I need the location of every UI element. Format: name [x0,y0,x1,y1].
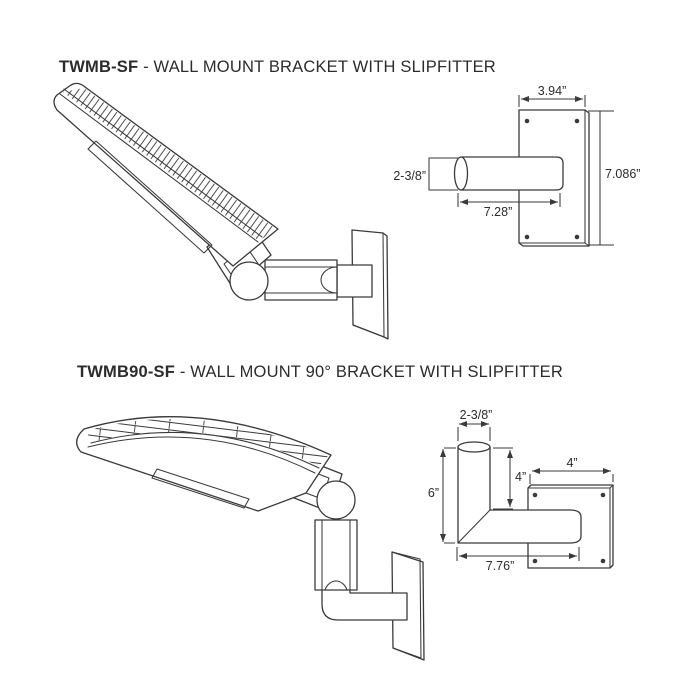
twmb-sf-illustration [53,82,389,340]
dim-tenon-drop: 4” [493,447,526,510]
model-number: TWMB-SF [59,58,139,76]
model-number: TWMB90-SF [77,363,176,381]
dim-bracket-length: 7.76” [456,547,580,573]
svg-text:7.28”: 7.28” [484,205,513,219]
twmb90-sf-illustration [76,416,425,661]
dim-90-bracket [457,441,582,544]
fixture-head [76,416,332,512]
svg-text:7.086”: 7.086” [605,167,640,181]
twmb90-sf-dimension-diagram: 2-3/8” 6” 4” 4” 7.76” [428,408,614,573]
mounting-arm-90 [314,519,408,621]
title-text: - WALL MOUNT 90° BRACKET WITH SLIPFITTER [175,363,563,381]
svg-text:4”: 4” [566,456,577,470]
dim-bracket-height: 6” [428,447,456,544]
svg-text:2-3/8”: 2-3/8” [460,408,493,422]
dim-tube-length: 7.28” [457,193,561,219]
louver-grid [86,419,328,466]
section-title-twmb-sf: TWMB-SF - WALL MOUNT BRACKET WITH SLIPFI… [59,58,496,77]
title-text: - WALL MOUNT BRACKET WITH SLIPFITTER [138,58,496,76]
svg-text:4”: 4” [515,470,526,484]
svg-text:7.76”: 7.76” [486,559,515,573]
svg-text:3.94”: 3.94” [538,84,567,98]
twmb-sf-dimension-diagram: 3.94” 7.086” 2-3/8” 7.28” [393,84,640,247]
heatsink-fins [63,88,276,241]
fixture-head [53,82,279,267]
svg-text:6”: 6” [428,486,439,500]
mounting-arm [264,259,373,301]
svg-text:2-3/8”: 2-3/8” [393,169,426,183]
dim-plate-width: 3.94” [518,84,586,107]
knuckle-joint [229,261,269,301]
dim-tube-diameter: 2-3/8” [457,408,493,441]
knuckle-joint [316,480,356,520]
dim-plate-width: 4” [529,456,614,484]
dim-slipfitter-tube [453,156,564,191]
dim-tube-diameter: 2-3/8” [393,157,458,191]
dim-plate-height: 7.086” [588,110,640,246]
section-title-twmb90-sf: TWMB90-SF - WALL MOUNT 90° BRACKET WITH … [77,363,563,382]
